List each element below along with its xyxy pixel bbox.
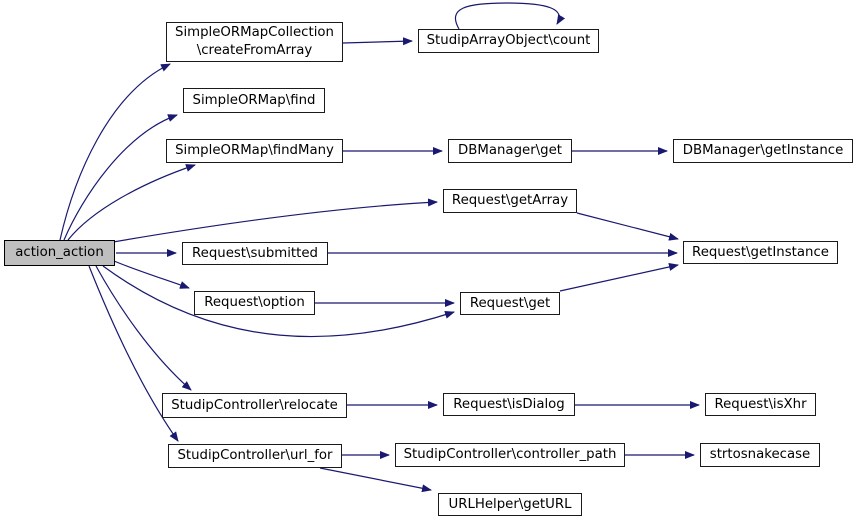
node-request-get[interactable]: Request\get — [460, 292, 560, 315]
edge-count-self-loop — [454, 2, 566, 30]
edge-action-relocate — [95, 265, 192, 391]
node-urlhelper-geturl[interactable]: URLHelper\getURL — [438, 493, 582, 516]
edge-action-findMany — [67, 164, 196, 241]
node-request-isxhr[interactable]: Request\isXhr — [705, 393, 816, 416]
node-dbmanager-getinstance[interactable]: DBManager\getInstance — [673, 139, 853, 163]
node-request-submitted[interactable]: Request\submitted — [182, 242, 328, 265]
node-simpleormapcollection-createfromarray[interactable]: SimpleORMapCollection \createFromArray — [166, 22, 343, 62]
node-request-getarray[interactable]: Request\getArray — [443, 189, 577, 213]
node-studipcontroller-url-for[interactable]: StudipController\url_for — [168, 444, 342, 468]
edge-urlfor-getURL — [319, 467, 432, 493]
node-dbmanager-get[interactable]: DBManager\get — [448, 139, 572, 163]
node-studiparrayobject-count[interactable]: StudipArrayObject\count — [418, 29, 599, 53]
node-strtosnakecase[interactable]: strtosnakecase — [700, 443, 820, 467]
edge-action-createFromArray — [59, 63, 171, 241]
node-simpleormap-findmany[interactable]: SimpleORMap\findMany — [166, 139, 343, 163]
node-studipcontroller-controller-path[interactable]: StudipController\controller_path — [395, 443, 625, 467]
edge-action-url-for — [88, 265, 179, 442]
node-request-getinstance[interactable]: Request\getInstance — [683, 241, 838, 264]
edge-action-getArray — [112, 198, 438, 243]
node-studipcontroller-relocate[interactable]: StudipController\relocate — [162, 393, 347, 418]
edge-get-getInstance — [559, 263, 679, 292]
edge-action-get — [102, 265, 455, 338]
node-action-action[interactable]: action_action — [4, 240, 115, 266]
edge-action-find — [63, 114, 178, 241]
edge-getArray-getInstance — [576, 212, 679, 241]
node-request-option[interactable]: Request\option — [194, 291, 315, 315]
edge-createFromArray-count — [342, 37, 413, 46]
node-simpleormap-find[interactable]: SimpleORMap\find — [183, 88, 325, 113]
node-request-isdialog[interactable]: Request\isDialog — [443, 393, 575, 416]
edge-action-option — [113, 260, 190, 289]
